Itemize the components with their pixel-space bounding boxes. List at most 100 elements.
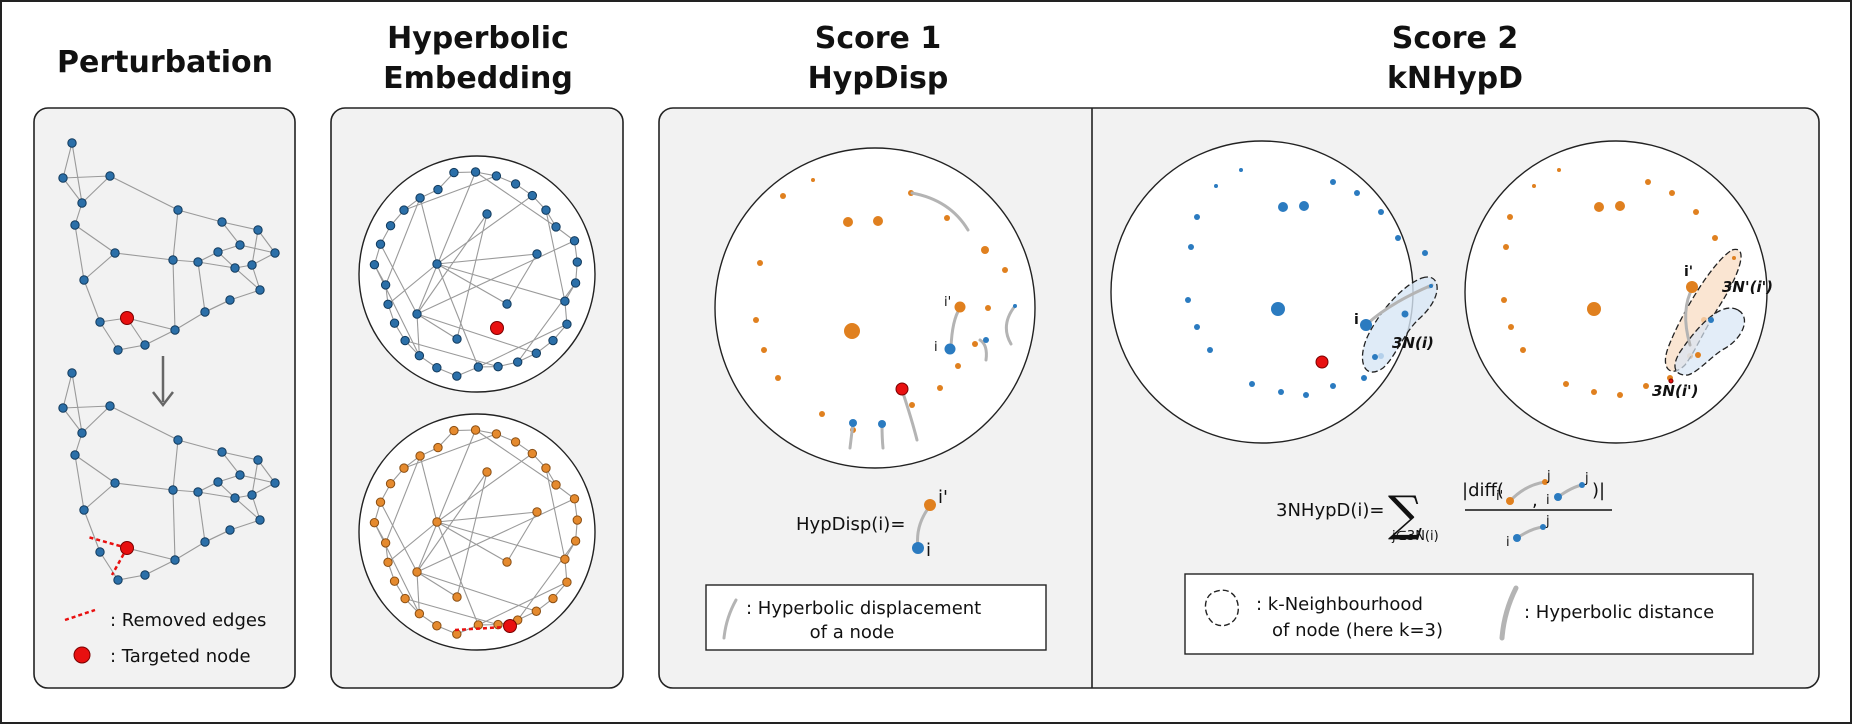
down-arrow-head [152,391,174,408]
score2-num-node-i [1554,493,1562,501]
score2-formula-sum: ∑ [1388,486,1422,542]
score2-label-i: i [1354,312,1359,328]
score2-left-blue-point [1378,209,1384,215]
embedding-node [572,515,582,525]
graph-edge [144,329,176,346]
embedding-edge [478,581,568,626]
graph-node [67,138,77,148]
graph-node [79,505,89,515]
score2-label-3nprime: 3N'(i') [1722,278,1773,296]
graph-node [217,217,227,227]
embedding-edge [506,511,538,563]
score1-orange-point [775,375,781,381]
embedding-edge [387,263,438,305]
embedding-node [510,179,521,189]
graph-edge [177,209,223,223]
score1-legend-icon [722,598,738,640]
neighbourhood-legend-icon [1204,589,1239,627]
embedding-node [432,621,442,631]
graph-edge [177,439,223,453]
score1-legend-line1: : Hyperbolic displacement [746,598,981,619]
graph-edge [221,221,241,246]
score1-formula-node-i [912,542,924,554]
graph-node [70,220,80,230]
score2-den-i: i [1506,535,1510,550]
embedding-edge [436,263,479,368]
graph-node [253,225,263,235]
graph-edge [174,311,206,331]
score2-targeted-node [1315,355,1329,369]
graph-edge [197,491,206,543]
embedding-node [433,442,443,453]
graph-node [270,478,280,488]
embedding-node [389,576,400,586]
score2-left-blue-point [1188,244,1194,250]
embedding-edge [419,455,438,523]
score1-center-point [844,323,860,339]
title-embedding-line1: Hyperbolic [387,21,569,56]
graph-edge [83,482,116,511]
embedding-node [400,593,410,604]
embedding-node [375,239,386,249]
embedding-node [527,190,538,201]
score2-den-node-j [1540,524,1546,530]
embedding-node [491,171,502,181]
graph-edge [221,451,259,461]
graph-node [225,525,235,535]
embedding-edge [436,521,479,626]
title-perturbation: Perturbation [57,45,273,80]
graph-edge [172,489,176,561]
embedding-node [375,497,386,507]
graph-node [235,240,245,250]
graph-edge [62,407,83,434]
score2-right-orange-point [1520,347,1526,353]
graph-edge [71,372,83,434]
removed-edges-legend-icon [64,608,96,622]
score2-right-orange-point [1594,202,1604,212]
embedding-node [389,318,400,328]
embedding-node [527,448,538,459]
graph-node [140,340,150,350]
score1-formula-lhs: HypDisp(i)= [796,514,905,535]
embedding-edge [404,340,499,368]
graph-edge [197,261,206,313]
score2-right-orange-point [1615,201,1625,211]
score2-num-j1: j [1546,469,1551,484]
embedding-node [385,221,396,231]
embedding-edge [416,429,477,573]
embedding-node-targeted [490,321,504,335]
score2-num-node-j2 [1579,482,1585,488]
embedding-node [531,606,542,616]
targeted-node-legend-icon [73,646,91,664]
graph-edge [114,252,174,261]
embedding-graph-orange [369,425,582,639]
graph-edge [126,547,176,561]
graph-before [58,138,280,355]
title-score2-line2: kNHypD [1387,61,1523,96]
score2-num-i: i [1546,493,1550,508]
score2-left-blue-point [1303,392,1309,398]
embedding-edge [416,571,537,612]
graph-edge [251,459,259,496]
score2-dist-i [1365,283,1434,326]
embedding-node [383,557,393,568]
score2-formula-sub: j∈3N(i) [1391,529,1439,544]
score2-left-blue-point [1214,184,1218,188]
graph-edge [251,229,259,266]
graph-edge [109,405,179,441]
graph-node [193,487,203,497]
graph-node [247,260,257,270]
embedding-node [502,299,512,309]
embedding-removed-edge [454,625,506,632]
score1-blue-point [849,419,857,427]
score1-targeted-node [895,382,909,396]
graph-edge [239,244,276,254]
embedding-edge [416,240,575,315]
graph-edge [71,142,83,204]
graph-node [270,248,280,258]
graph-edge [257,459,276,484]
legend-targeted-node: : Targeted node [110,646,251,667]
score1-orange-point [811,178,815,182]
